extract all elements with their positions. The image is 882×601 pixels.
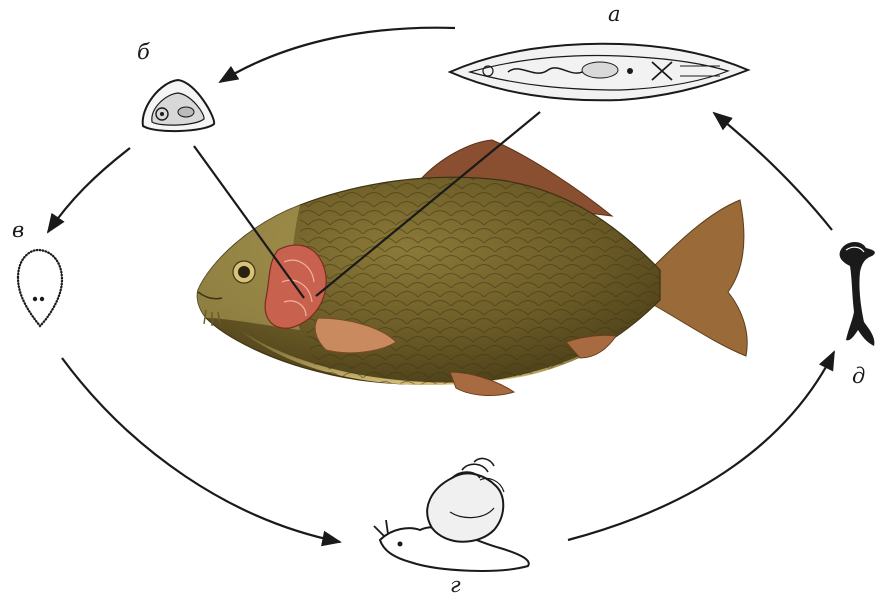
cercaria: [840, 242, 875, 346]
arrow-a-to-b: [220, 28, 455, 82]
snail: [374, 459, 529, 571]
egg: [143, 80, 214, 131]
label-g: г: [450, 575, 461, 596]
arrow-b-to-v: [48, 148, 130, 232]
label-a: а: [608, 4, 621, 25]
arrow-v-to-g: [62, 358, 340, 542]
adult-fluke: [450, 44, 748, 101]
label-b: б: [137, 42, 150, 63]
label-d: д: [852, 366, 865, 387]
arrow-g-to-d: [568, 352, 834, 540]
miracidium: [18, 250, 62, 326]
fish: [197, 140, 747, 395]
label-v: в: [12, 220, 24, 241]
